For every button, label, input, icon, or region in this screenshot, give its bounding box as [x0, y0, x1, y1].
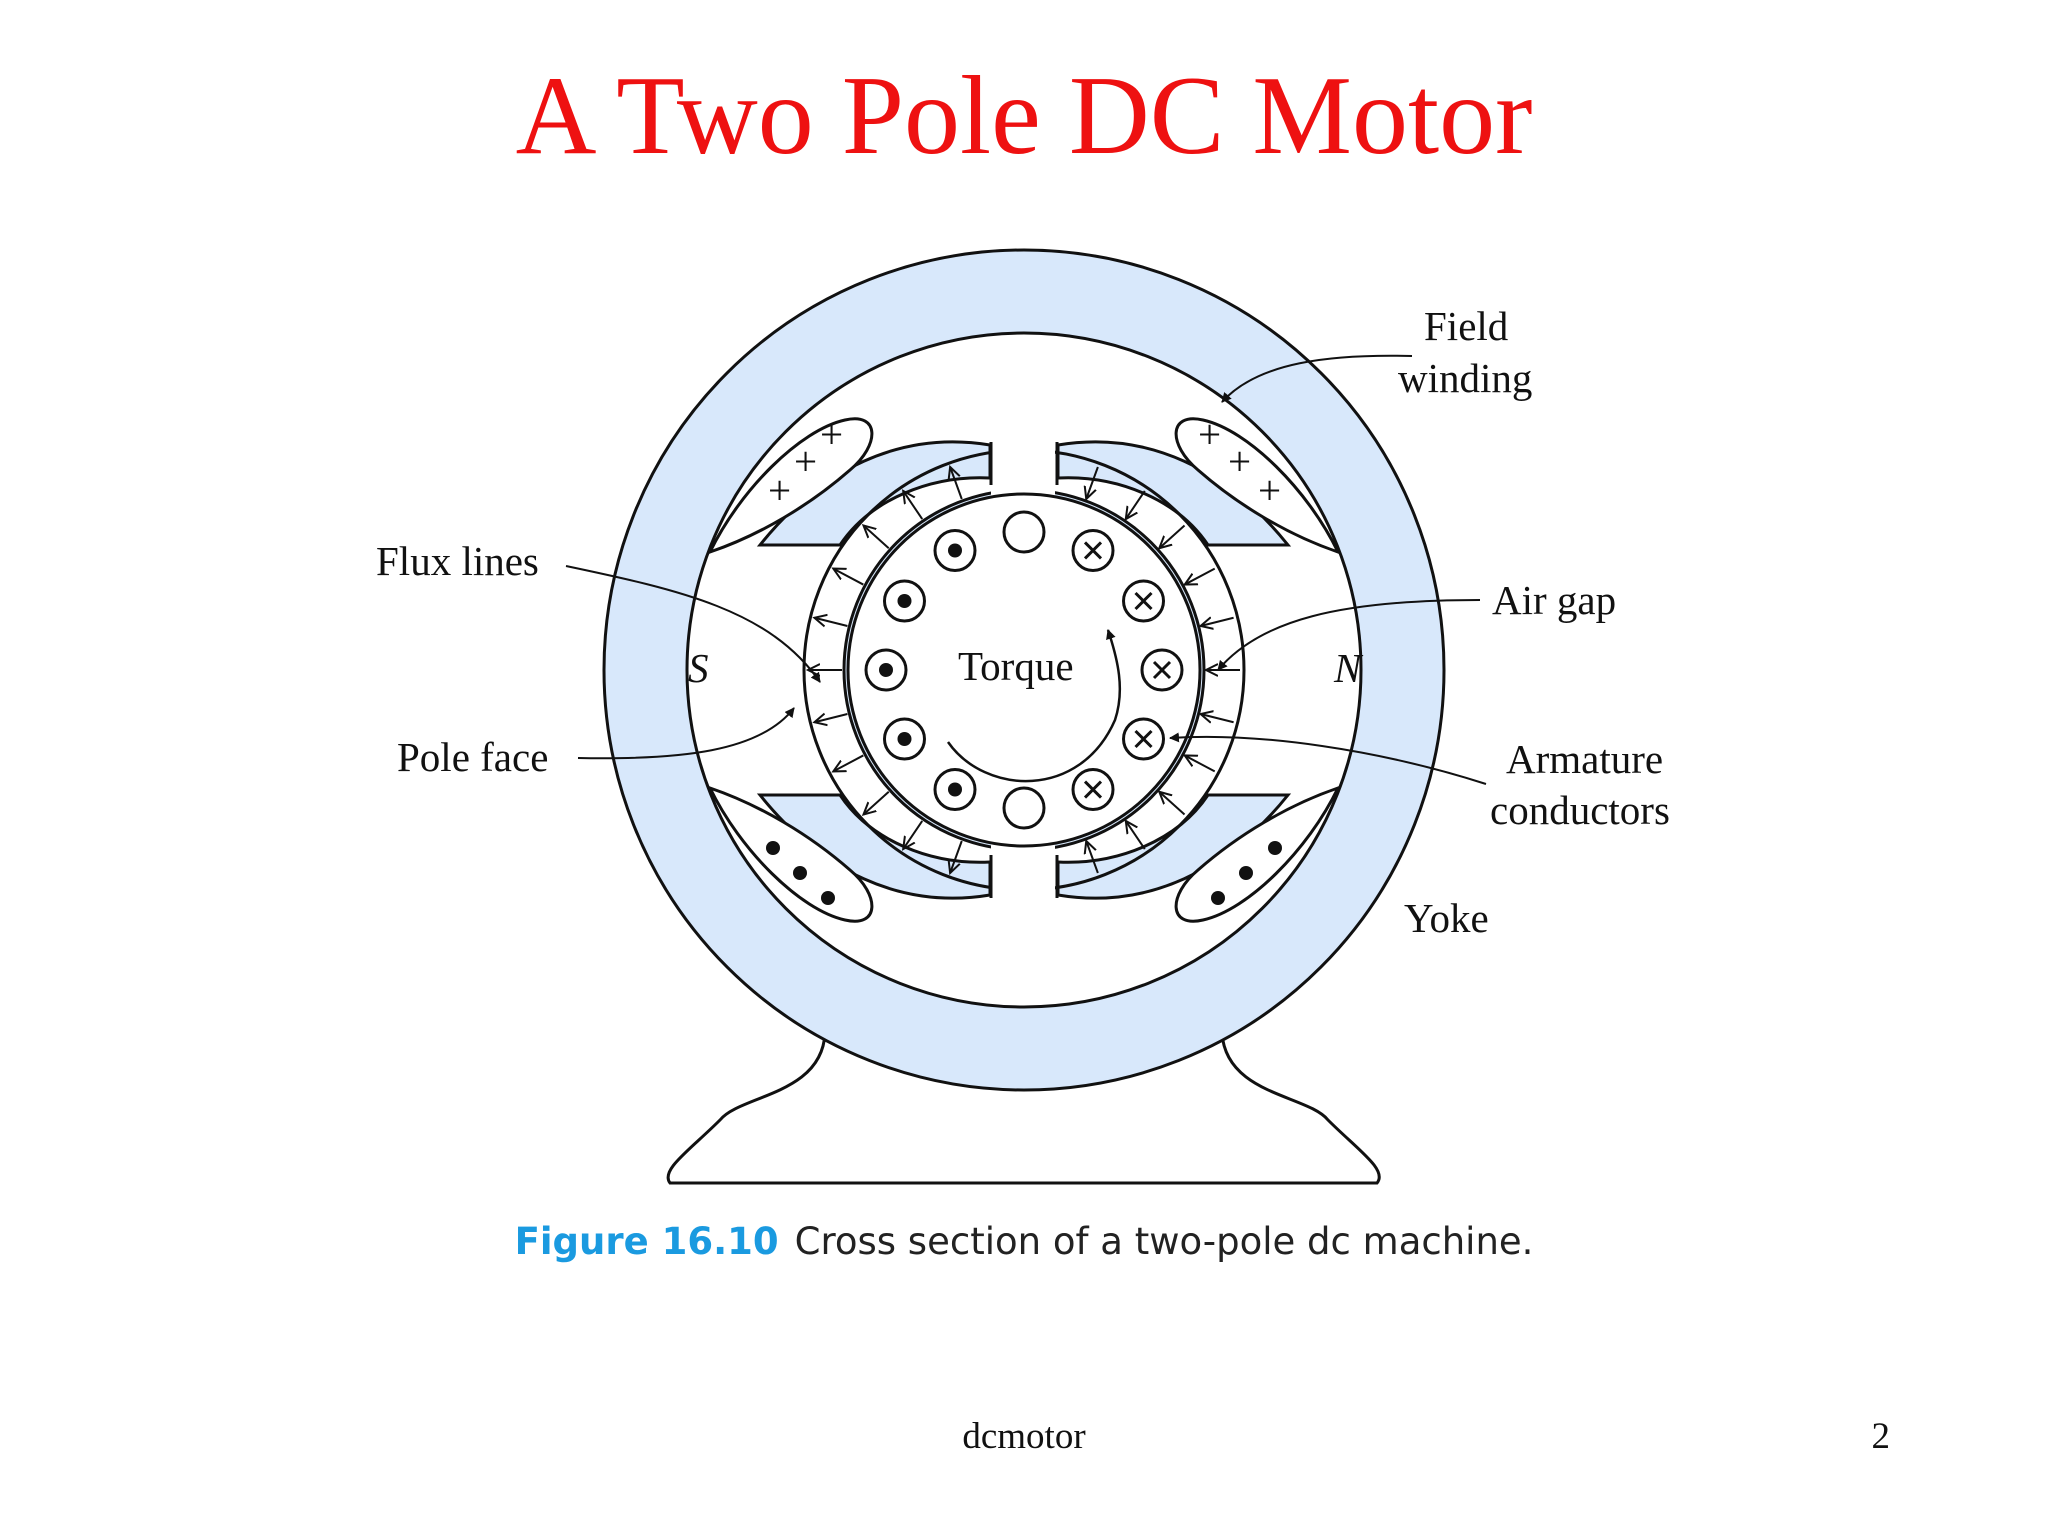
flux-arrow: [863, 525, 890, 549]
figure-caption-text: Cross section of a two-pole dc machine.: [794, 1220, 1534, 1263]
conductor-dot: [897, 732, 912, 746]
dot-mark: [1211, 891, 1225, 905]
plus-mark: +: [768, 467, 791, 513]
flux-lines-label: Flux lines: [376, 538, 539, 584]
pole-face-label: Pole face: [397, 734, 548, 780]
rotor: [846, 492, 1202, 848]
footer-label: dcmotor: [962, 1416, 1086, 1457]
pole-horn-upper-left: [756, 440, 992, 547]
dot-mark: [1268, 841, 1282, 855]
field-coil-lower-right: [1174, 785, 1341, 923]
conductor-empty: [1002, 786, 1046, 830]
dot-mark: [821, 891, 835, 905]
flux-arrows: [808, 467, 1240, 873]
flux-arrow: [833, 569, 864, 586]
flux-arrow: [1201, 618, 1234, 626]
flux-arrow: [1086, 841, 1099, 874]
conductor-cross: [1152, 660, 1172, 680]
conductor-dot: [948, 782, 962, 797]
flux-arrow: [1201, 714, 1234, 722]
conductor-dot: [948, 543, 962, 558]
flux-arrow: [903, 491, 924, 520]
conductor-dot: [879, 663, 893, 677]
page-number: 2: [1871, 1416, 1891, 1457]
motor-base: [666, 1032, 1381, 1185]
armature-leader: [1169, 732, 1487, 785]
field-coil-lower-left: [707, 785, 874, 923]
conductor-dot: [897, 594, 912, 608]
armature-label-1: Armature: [1506, 736, 1663, 782]
slide-title: A Two Pole DC Motor: [515, 54, 1533, 178]
field-coil-upper-left: [707, 417, 874, 555]
plus-mark: +: [1228, 438, 1251, 484]
dot-mark: [793, 866, 807, 880]
flux-arrow: [833, 754, 864, 771]
north-pole-label: N: [1333, 645, 1364, 691]
armature-conductors: [864, 510, 1184, 830]
pole-face-leader: [577, 707, 795, 760]
pole-horn-upper-right: [1056, 440, 1292, 547]
field-winding-label-2: winding: [1398, 355, 1532, 401]
flux-arrow: [814, 714, 848, 722]
pole-pieces: [756, 440, 1292, 900]
flux-arrow: [1126, 821, 1146, 850]
field-windings: + + + + + +: [707, 411, 1341, 923]
flux-arrow: [1159, 792, 1186, 816]
figure-number: Figure 16.10: [514, 1220, 779, 1263]
conductor-empty: [1002, 510, 1046, 554]
dot-mark: [766, 841, 780, 855]
air-gap-label: Air gap: [1492, 577, 1616, 623]
field-coil-upper-right: [1174, 417, 1341, 555]
torque-label: Torque: [958, 643, 1074, 689]
conductor-cross: [1083, 541, 1103, 560]
flux-arrow: [1126, 490, 1146, 519]
flux-lines-leader: [565, 565, 821, 683]
flux-arrow: [903, 820, 924, 849]
yoke-label: Yoke: [1404, 895, 1489, 941]
pole-horn-lower-right: [1056, 793, 1292, 900]
plus-mark: +: [794, 438, 817, 484]
field-winding-leader: [1221, 354, 1413, 403]
flux-arrow: [863, 791, 890, 815]
flux-arrow: [1159, 524, 1186, 548]
air-gap-leader: [1217, 599, 1481, 671]
flux-arrow: [950, 467, 963, 500]
conductor-cross: [1083, 780, 1103, 799]
armature-label-2: conductors: [1490, 787, 1670, 833]
flux-arrow: [950, 840, 963, 873]
south-pole-label: S: [688, 645, 709, 691]
figure-caption: Figure 16.10 Cross section of a two-pole …: [0, 1220, 2048, 1263]
pole-horn-lower-left: [756, 793, 992, 900]
flux-arrow: [814, 618, 848, 626]
conductor-cross: [1134, 591, 1153, 611]
plus-mark: +: [820, 411, 843, 457]
dot-mark: [1239, 866, 1253, 880]
field-winding-label-1: Field: [1424, 303, 1508, 349]
conductor-cross: [1134, 729, 1153, 749]
flux-arrow: [1185, 755, 1216, 773]
plus-mark: +: [1198, 411, 1221, 457]
flux-arrow: [1086, 466, 1099, 499]
flux-arrow: [1185, 567, 1216, 585]
torque-arrow: [946, 629, 1122, 783]
plus-mark: +: [1258, 467, 1281, 513]
